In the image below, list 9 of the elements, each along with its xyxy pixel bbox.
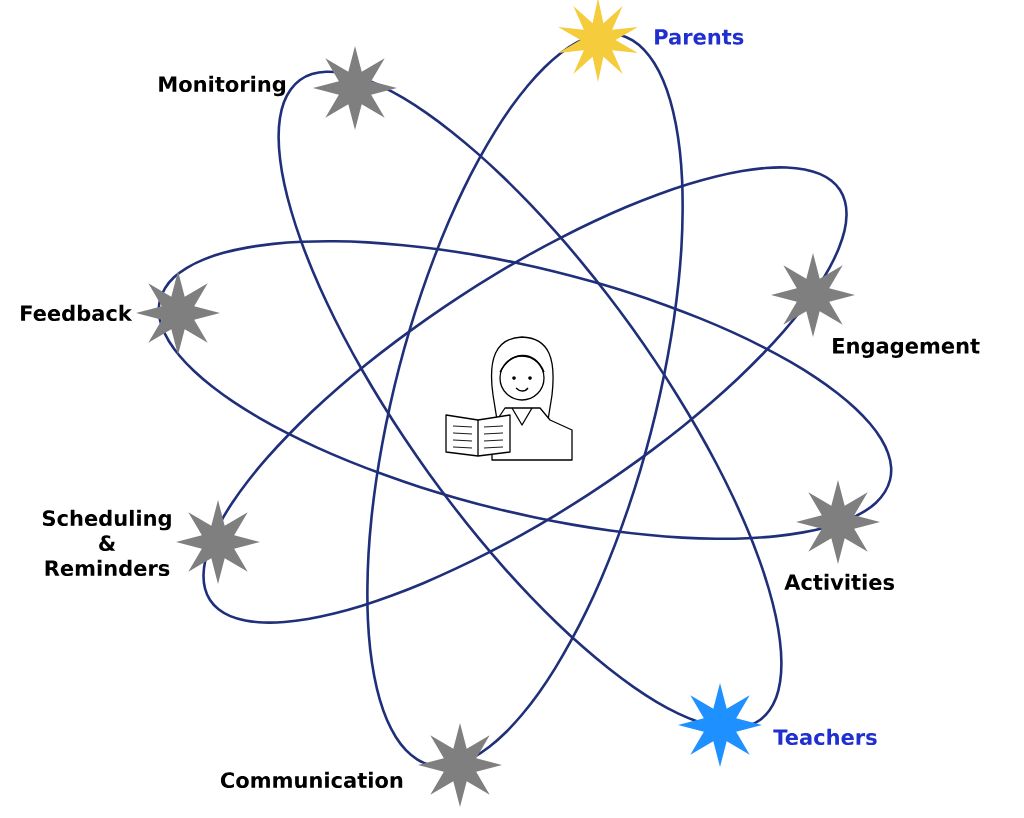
star-label: Monitoring <box>159 75 286 97</box>
star-label: Communication <box>220 771 403 789</box>
star-label: Parents <box>655 29 744 45</box>
star-label: Teachers <box>773 728 877 746</box>
star-label: Activities <box>784 573 895 591</box>
star-label: Scheduling & Reminders <box>42 509 171 577</box>
star-label: Feedback <box>21 304 133 322</box>
star-label: Engagement <box>833 338 980 358</box>
student-reading-drawing <box>445 336 573 461</box>
